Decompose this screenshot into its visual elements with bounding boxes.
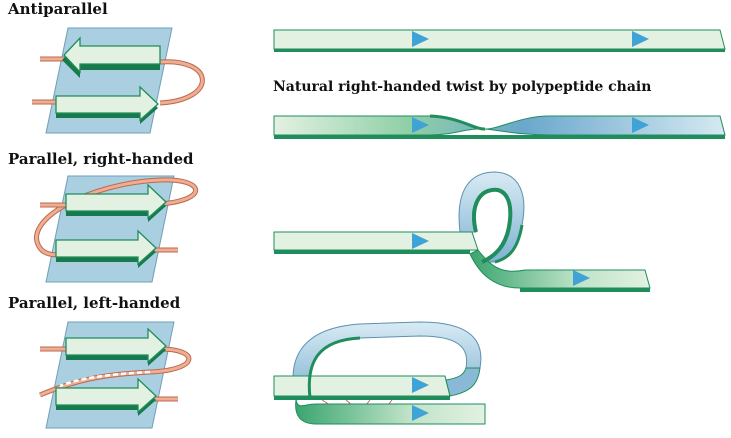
antiparallel-label: Antiparallel: [8, 0, 108, 18]
ribbon-strand: [273, 29, 726, 50]
left-handed-crossover-ribbon: [273, 321, 486, 425]
parallel-right-sheet: [34, 175, 198, 283]
antiparallel-sheet: [32, 27, 205, 134]
triangle-arrow-icon: [412, 31, 429, 47]
triangle-arrow-icon: [632, 117, 649, 133]
triangle-arrow-icon: [412, 377, 429, 393]
triangle-arrow-icon: [412, 405, 429, 421]
triangle-arrow-icon: [632, 31, 649, 47]
triangle-arrow-icon: [412, 117, 429, 133]
parallel-right-label: Parallel, right-handed: [8, 150, 194, 168]
right-handed-crossover-ribbon: [273, 171, 651, 292]
parallel-left-label: Parallel, left-handed: [8, 294, 181, 312]
ribbon-lower-strand: [295, 399, 486, 425]
straight-ribbon: [273, 29, 726, 52]
triangle-arrow-icon: [412, 233, 429, 249]
triangle-arrow-icon: [573, 270, 590, 286]
ribbon-strand: [273, 231, 479, 251]
natural-twist-label: Natural right-handed twist by polypeptid…: [273, 79, 652, 95]
ribbon-strand: [273, 115, 726, 136]
twisted-ribbon: [273, 114, 726, 139]
parallel-left-sheet: [39, 321, 192, 429]
